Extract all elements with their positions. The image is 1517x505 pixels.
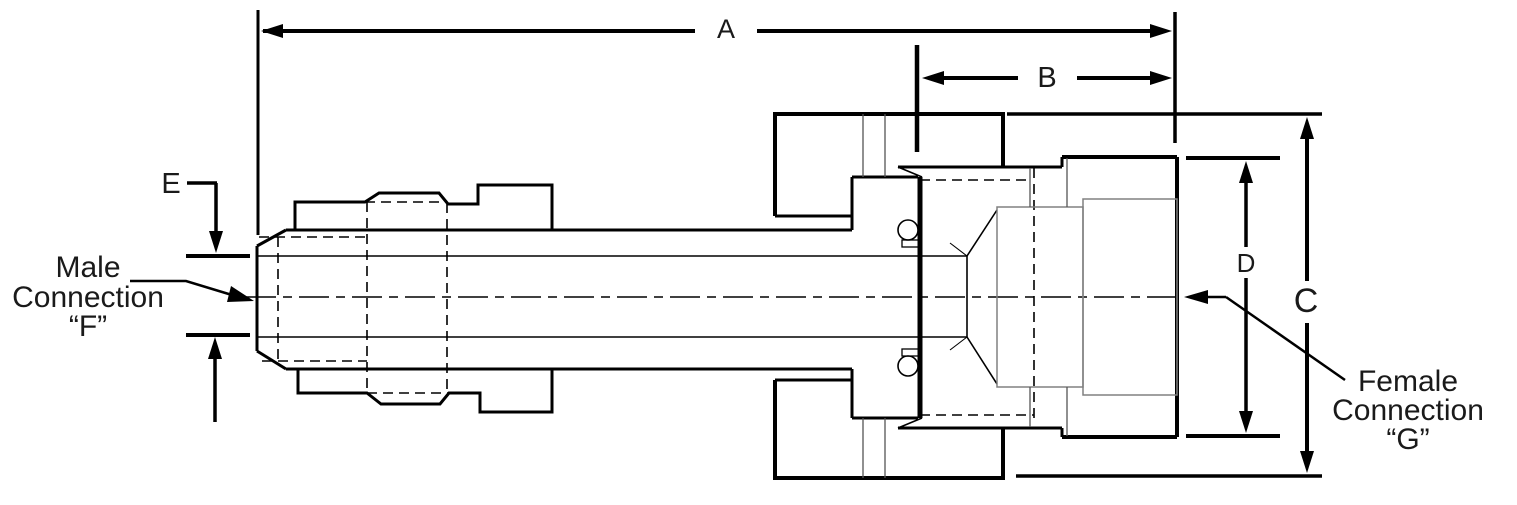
dim-b-arrowhead-left	[922, 71, 944, 85]
dim-e-arrowhead-down	[209, 231, 223, 253]
dim-d-arrowhead-up	[1239, 161, 1253, 183]
male-callout-leader	[130, 279, 233, 297]
male-connection-callout: Male Connection “F”	[12, 251, 254, 343]
nipple-o-ring-detail	[897, 219, 921, 377]
dim-b-arrowhead-right	[1150, 71, 1172, 85]
female-port-counterbores	[996, 158, 1178, 436]
o-ring-bottom	[897, 355, 919, 377]
dimension-c: C	[1007, 112, 1322, 478]
port-nose-chamfer-top	[897, 166, 923, 178]
counterbore-socket-section	[1082, 198, 1178, 396]
female-connection-label-line3: “G”	[1386, 423, 1429, 456]
dimension-e: E	[161, 168, 250, 422]
male-nose-chamfer-bottom	[256, 349, 287, 371]
cone-lead-bottom	[949, 336, 968, 351]
female-connection-callout: Female Connection “G”	[1184, 290, 1484, 456]
dimension-a: A	[256, 10, 1177, 235]
female-connection-label-line2: Connection	[1332, 394, 1484, 427]
male-end-outline	[255, 183, 967, 414]
male-connection-label-line2: Connection	[12, 281, 164, 314]
dimension-c-label: C	[1294, 282, 1319, 320]
male-thread-hidden-lines	[259, 201, 452, 394]
male-connection-label-line3: “F”	[69, 310, 107, 343]
dim-c-arrowhead-up	[1300, 117, 1314, 139]
dimension-e-label: E	[161, 168, 180, 200]
dim-a-arrowhead-left	[261, 24, 283, 38]
female-callout-arrowhead	[1184, 290, 1208, 304]
nut-wrench-flat-lines	[862, 114, 886, 478]
dimension-b: B	[914, 45, 1172, 152]
o-ring-groove-bottom	[901, 348, 921, 357]
female-port-thread-hidden-lines	[920, 168, 1035, 418]
dim-a-arrowhead-right	[1150, 24, 1172, 38]
dim-d-arrowhead-down	[1239, 411, 1253, 433]
dimension-a-label: A	[717, 14, 735, 44]
male-callout-arrowhead	[227, 286, 254, 302]
male-nose-chamfer-top	[256, 228, 287, 248]
cone-lead-top	[949, 242, 968, 257]
male-hex-silhouette-top	[293, 183, 554, 230]
o-ring-groove-top	[901, 239, 921, 248]
cone-bottom	[966, 336, 998, 385]
o-ring-top	[897, 219, 919, 241]
flare-seat-cone	[949, 209, 998, 385]
dim-c-arrowhead-down	[1300, 451, 1314, 473]
cone-top	[966, 209, 998, 257]
dimension-b-label: B	[1037, 62, 1056, 94]
female-callout-leader-diagonal	[1225, 295, 1346, 382]
male-connection-label-line1: Male	[55, 251, 120, 284]
dimension-d-label: D	[1237, 248, 1256, 278]
female-connection-label-line1: Female	[1358, 365, 1458, 398]
swivel-nut-outline	[773, 112, 1005, 480]
dim-e-arrowhead-up	[208, 337, 222, 359]
male-hex-silhouette-bottom	[296, 369, 554, 414]
dimension-d: D	[1186, 156, 1280, 438]
port-nose-chamfer-bottom	[897, 417, 923, 429]
